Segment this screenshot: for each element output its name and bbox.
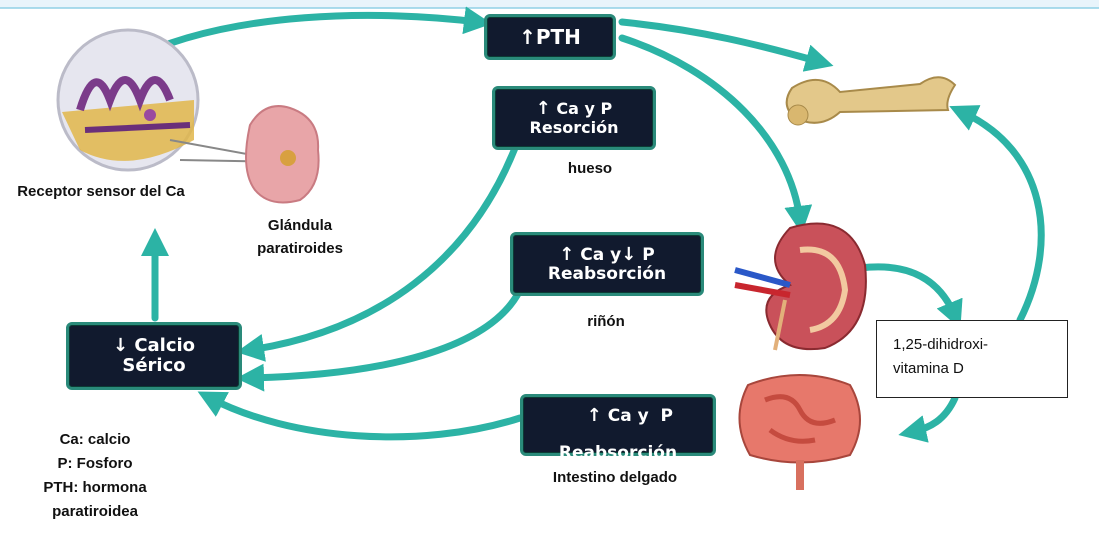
kidney-reabsorption-line2: Reabsorción xyxy=(513,265,701,284)
intestine-reabsorption-line2: Reabsorción xyxy=(523,444,713,463)
top-band xyxy=(0,0,1099,8)
intestine-label: Intestino delgado xyxy=(530,466,700,489)
up-arrow-icon: ↑ xyxy=(536,98,551,119)
up-arrow-icon: ↑ xyxy=(559,244,574,265)
arrow-intestine-box-to-serum xyxy=(210,398,520,437)
vitamin-d-label: 1,25-dihidroxi-vitamina D xyxy=(893,333,1043,381)
legend-item-ca: Ca: calcio xyxy=(20,428,170,452)
serum-calcium-line1: Calcio xyxy=(134,335,195,356)
bone-resorption-line2: Resorción xyxy=(495,119,653,137)
up-arrow-icon: ↑ xyxy=(587,405,602,426)
intestine-reabsorption-box: ↑ Ca y P Reabsorción xyxy=(520,394,716,456)
arrow-kidney-to-vitd xyxy=(860,267,955,316)
kidney-reabsorption-line1b: P xyxy=(642,245,654,265)
kidney-reabsorption-box: ↑ Ca y↓ P Reabsorción xyxy=(510,232,704,296)
legend: Ca: calcio P: Fosforo PTH: hormona parat… xyxy=(20,428,170,524)
pth-box: ↑PTH xyxy=(484,14,616,60)
pth-box-label: PTH xyxy=(536,25,581,49)
arrow-vitd-to-bone xyxy=(962,112,1041,320)
kidney-reabsorption-line1a: Ca y xyxy=(580,245,621,265)
arrow-gland-to-pth xyxy=(130,15,478,60)
serum-calcium-line2: Sérico xyxy=(69,356,239,376)
bone-label: hueso xyxy=(560,157,620,180)
parathyroid-gland-icon xyxy=(246,106,319,202)
kidney-icon xyxy=(735,224,866,350)
bone-resorption-box: ↑ Ca y P Resorción xyxy=(492,86,656,150)
down-arrow-icon: ↓ xyxy=(621,244,636,265)
serum-calcium-box: ↓ Calcio Sérico xyxy=(66,322,242,390)
legend-item-pth: PTH: hormona paratiroidea xyxy=(20,476,170,524)
up-arrow-icon: ↑ xyxy=(519,25,536,49)
arrow-vitd-to-intestine xyxy=(912,398,955,432)
bone-icon xyxy=(787,77,955,125)
bone-resorption-line1: Ca y P xyxy=(556,99,612,118)
kidney-label: riñón xyxy=(576,310,636,333)
vitamin-d-box: 1,25-dihidroxi-vitamina D xyxy=(876,320,1068,398)
intestine-reabsorption-line1: Ca y P xyxy=(608,406,673,426)
arrow-pth-to-bone xyxy=(622,22,820,62)
gland-label: Glándula paratiroides xyxy=(240,214,360,261)
down-arrow-icon: ↓ xyxy=(113,335,128,356)
intestine-icon xyxy=(739,375,860,490)
legend-item-p: P: Fosforo xyxy=(20,452,170,476)
receptor-label: Receptor sensor del Ca xyxy=(6,180,196,203)
